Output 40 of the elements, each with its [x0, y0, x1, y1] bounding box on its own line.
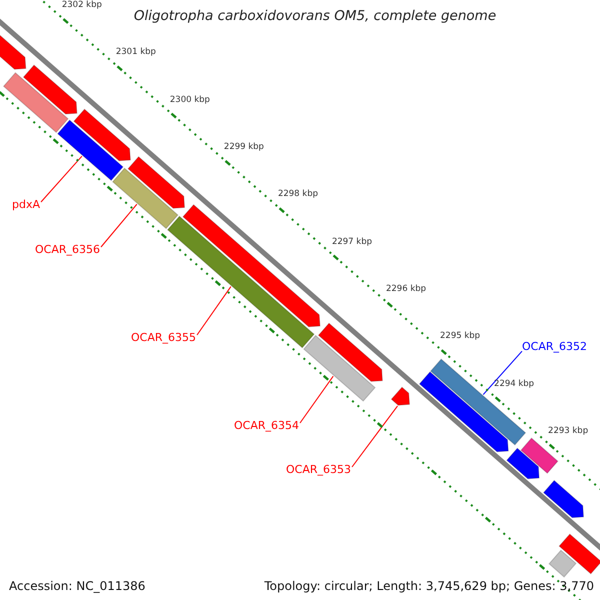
gene-feature-pointed: [542, 480, 584, 518]
scale-label: 2299 kbp: [224, 142, 264, 152]
scale-label: 2295 kbp: [440, 331, 480, 342]
gene-feature: [57, 119, 124, 182]
leader-line: [196, 286, 232, 336]
scale-label: 2301 kbp: [116, 47, 156, 58]
gene-label: OCAR_6352: [522, 340, 588, 353]
gene-label: OCAR_6356: [35, 243, 100, 256]
gene-feature: [112, 168, 179, 230]
leader-line: [100, 204, 138, 248]
gene-feature: [558, 533, 600, 574]
leader-line: [482, 350, 522, 396]
leader-line: [352, 405, 398, 468]
gene-feature-pointed: [22, 64, 78, 115]
scale-label: 2296 kbp: [386, 284, 426, 294]
scale-label: 2297 kbp: [332, 236, 372, 247]
scale-label: 2302 kbp: [62, 0, 102, 10]
map-title: Oligotropha carboxidovorans OM5, complete genome: [134, 8, 496, 24]
gene-feature-pointed: [182, 204, 321, 328]
scale-label: 2293 kbp: [548, 426, 588, 436]
gene-label: pdxA: [12, 198, 40, 211]
leader-line: [300, 376, 334, 424]
gene-label: OCAR_6355: [131, 331, 196, 344]
gene-feature-pointed: [390, 386, 410, 406]
gene-feature-pointed: [127, 156, 186, 209]
gene-feature: [2, 72, 69, 134]
scale-label: 2300 kbp: [170, 94, 210, 105]
gene-feature: [548, 550, 577, 578]
gene-feature-pointed: [506, 448, 540, 480]
gene-feature-pointed: [73, 108, 131, 162]
scale-label: 2294 kbp: [494, 378, 534, 389]
gene-feature: [303, 334, 376, 402]
gene-label: OCAR_6353: [286, 463, 352, 476]
gene-feature-pointed: [318, 322, 383, 382]
accession-text: Accession: NC_011386: [9, 579, 146, 594]
scale-label: 2298 kbp: [278, 189, 318, 200]
gene-feature: [520, 437, 558, 474]
leader-line: [40, 156, 82, 202]
genome-summary-text: Topology: circular; Length: 3,745,629 bp; Genes: 3,770: [264, 579, 594, 594]
gene-label: OCAR_6354: [234, 419, 300, 432]
